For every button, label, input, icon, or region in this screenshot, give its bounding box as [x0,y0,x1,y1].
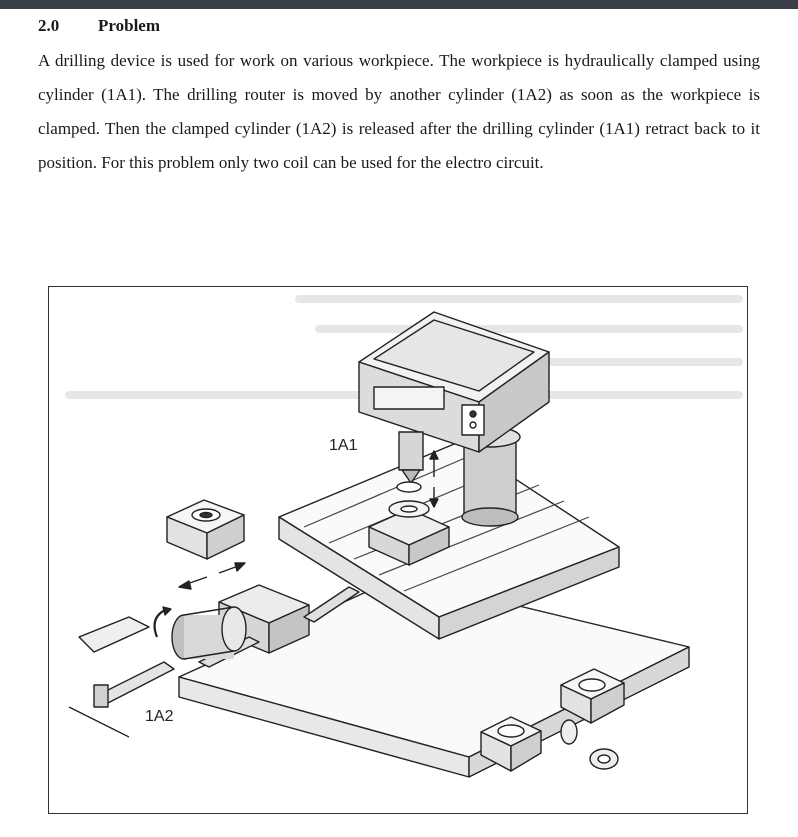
label-1a2: 1A2 [145,708,174,725]
problem-paragraph: A drilling device is used for work on va… [38,51,760,172]
section-title: Problem [98,16,161,35]
label-1a1: 1A1 [329,437,358,454]
drilling-device-figure: 1A1 1A2 [48,286,748,814]
section-heading: 2.0 Problem [38,16,160,36]
top-bar [0,0,798,9]
section-number: 2.0 [38,16,60,35]
drilling-device-illustration: 1A1 1A2 [65,295,743,778]
